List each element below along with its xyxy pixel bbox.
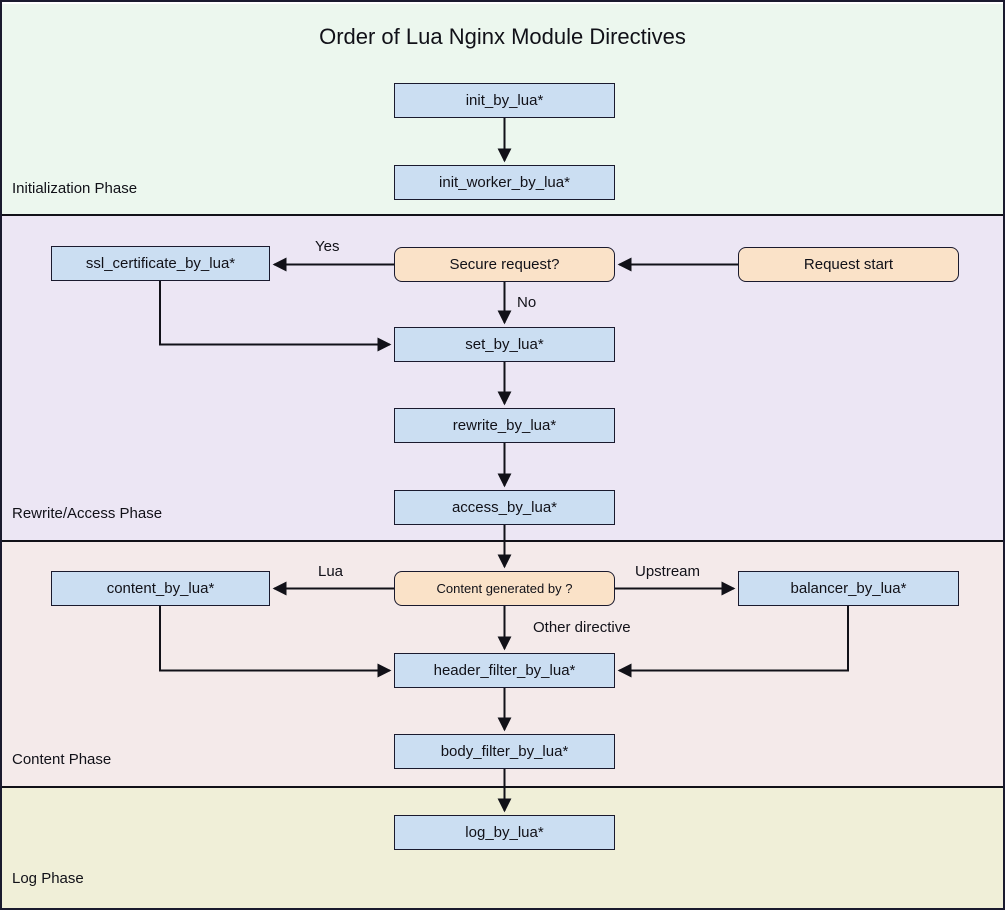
node-label: init_worker_by_lua* — [439, 174, 570, 191]
phase-divider-2 — [2, 540, 1003, 542]
node-secure-request[interactable]: Secure request? — [394, 247, 615, 282]
edge-label-yes: Yes — [315, 238, 340, 255]
phase-label-log: Log Phase — [12, 870, 84, 887]
node-content-generated-by[interactable]: Content generated by ? — [394, 571, 615, 606]
node-label: ssl_certificate_by_lua* — [85, 255, 236, 272]
node-balancer-by-lua[interactable]: balancer_by_lua* — [738, 571, 959, 606]
node-body-filter-by-lua[interactable]: body_filter_by_lua* — [394, 734, 615, 769]
node-request-start[interactable]: Request start — [738, 247, 959, 282]
node-label: Content generated by ? — [436, 581, 573, 596]
node-label: Secure request? — [449, 256, 560, 273]
node-label: rewrite_by_lua* — [452, 417, 557, 434]
node-set-by-lua[interactable]: set_by_lua* — [394, 327, 615, 362]
phase-divider-1 — [2, 214, 1003, 216]
node-init-by-lua[interactable]: init_by_lua* — [394, 83, 615, 118]
node-label: init_by_lua* — [465, 92, 544, 109]
node-label: content_by_lua* — [106, 580, 215, 597]
node-header-filter-by-lua[interactable]: header_filter_by_lua* — [394, 653, 615, 688]
diagram-title: Order of Lua Nginx Module Directives — [319, 24, 686, 49]
node-label: body_filter_by_lua* — [440, 743, 569, 760]
edge-label-no: No — [517, 294, 537, 311]
node-label: set_by_lua* — [465, 336, 544, 353]
edge-label-upstream: Upstream — [635, 563, 701, 580]
node-content-by-lua[interactable]: content_by_lua* — [51, 571, 270, 606]
node-init-worker-by-lua[interactable]: init_worker_by_lua* — [394, 165, 615, 200]
edge-label-lua: Lua — [318, 563, 344, 580]
node-rewrite-by-lua[interactable]: rewrite_by_lua* — [394, 408, 615, 443]
phase-divider-3 — [2, 786, 1003, 788]
phase-label-content: Content Phase — [12, 751, 112, 768]
node-log-by-lua[interactable]: log_by_lua* — [394, 815, 615, 850]
node-label: log_by_lua* — [465, 824, 544, 841]
node-label: Request start — [803, 256, 894, 273]
node-label: access_by_lua* — [451, 499, 558, 516]
phase-label-rewrite-access: Rewrite/Access Phase — [12, 505, 163, 522]
phase-label-initialization: Initialization Phase — [12, 180, 138, 197]
node-label: balancer_by_lua* — [790, 580, 907, 597]
node-ssl-certificate-by-lua[interactable]: ssl_certificate_by_lua* — [51, 246, 270, 281]
node-label: header_filter_by_lua* — [433, 662, 576, 679]
edge-label-other-directive: Other directive — [533, 619, 631, 636]
node-access-by-lua[interactable]: access_by_lua* — [394, 490, 615, 525]
